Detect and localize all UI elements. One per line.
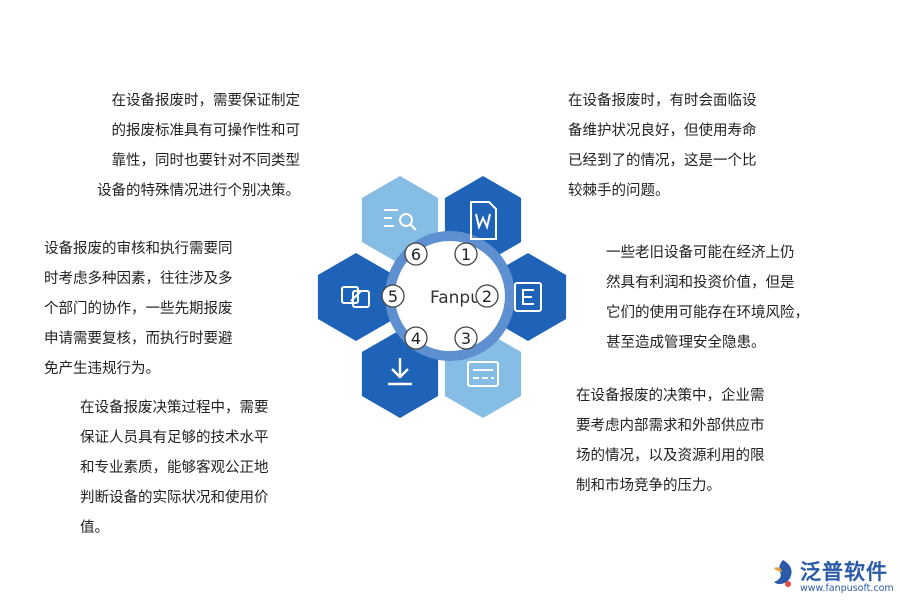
text-line: 已经到了的情况，这是一个比 [568,153,757,169]
text-line: 在设备报废时，需要保证制定 [111,93,301,109]
text-line: 在设备报废决策过程中，需要 [80,400,269,416]
text-line: 场的情况，以及资源利用的限 [576,448,765,464]
logo-url-text: www.fanpusoft.com [800,583,894,594]
hexagon-diagram: Fanpu 1 2 3 4 5 6 [317,176,567,418]
paragraph-bottom-right: 在设备报废的决策中，企业需 要考虑内部需求和外部供应市 场的情况，以及资源利用的… [576,381,816,501]
number-badge-label: 4 [411,329,421,348]
text-line: 靠性，同时也要针对不同类型 [111,153,301,169]
word-document-icon [470,201,497,240]
text-line: 免产生违规行为。 [44,361,160,377]
text-line: 要考虑内部需求和外部供应市 [576,418,765,434]
text-line: 保证人员具有足够的技术水平 [80,430,269,446]
center-disc [395,241,505,351]
text-line: 和专业素质，能够客观公正地 [80,460,269,476]
paragraph-middle-right: 一些老旧设备可能在经济上仍 然具有利润和投资价值，但是 它们的使用可能存在环境风… [606,238,846,358]
text-line: 申请需要复核，而执行时要避 [44,331,233,347]
search-list-icon [384,209,417,231]
paragraph-top-right: 在设备报废时，有时会面临设 备维护状况良好，但使用寿命 已经到了的情况，这是一个… [568,86,808,206]
text-line: 它们的使用可能存在环境风险， [606,305,809,321]
number-badge-2 [475,284,499,308]
text-line: 甚至造成管理安全隐患。 [606,335,766,351]
message-card-icon [467,361,499,387]
center-label: Fanpu [430,288,481,308]
text-line: 的报废标准具有可操作性和可 [111,123,301,139]
text-line: 设备的特殊情况进行个别决策。 [97,183,300,199]
text-line: 在设备报废的决策中，企业需 [576,388,765,404]
paragraph-top-left: 在设备报废时，需要保证制定 的报废标准具有可操作性和可 靠性，同时也要针对不同类… [60,86,300,206]
text-line: 值。 [80,520,109,536]
brand-logo: 泛普软件 www.fanpusoft.com [770,556,894,596]
number-badge-1 [454,242,478,266]
text-line: 在设备报废时，有时会面临设 [568,93,757,109]
text-line: 较棘手的问题。 [568,183,670,199]
link-icon [341,286,370,308]
text-line: 时考虑多种因素，往往涉及多 [44,271,233,287]
logo-brand-text: 泛普软件 [800,560,888,584]
text-line: 制和市场竞争的压力。 [576,478,721,494]
download-icon [388,358,412,386]
number-badge-label: 5 [388,287,398,306]
e-document-icon [514,282,542,312]
paragraph-middle-left: 设备报废的审核和执行需要同 时考虑多种因素，往往涉及多 个部门的协作，一些先期报… [44,234,284,384]
paragraph-bottom-left: 在设备报废决策过程中，需要 保证人员具有足够的技术水平 和专业素质，能够客观公正… [80,393,320,543]
text-line: 判断设备的实际状况和使用价 [80,490,269,506]
number-badge-label: 6 [411,245,421,264]
text-line: 一些老旧设备可能在经济上仍 [606,245,795,261]
text-line: 然具有利润和投资价值，但是 [606,275,795,291]
number-badge-3 [454,326,478,350]
number-badge-6 [404,242,428,266]
number-badge-label: 2 [482,287,492,306]
number-badge-4 [404,326,428,350]
number-badge-label: 3 [461,329,471,348]
text-line: 设备报废的审核和执行需要同 [44,241,233,257]
fanpu-logo-icon [774,560,792,587]
number-badge-label: 1 [461,245,471,264]
text-line: 个部门的协作，一些先期报废 [44,301,233,317]
number-badge-5 [381,284,405,308]
text-line: 备维护状况良好，但使用寿命 [568,123,757,139]
